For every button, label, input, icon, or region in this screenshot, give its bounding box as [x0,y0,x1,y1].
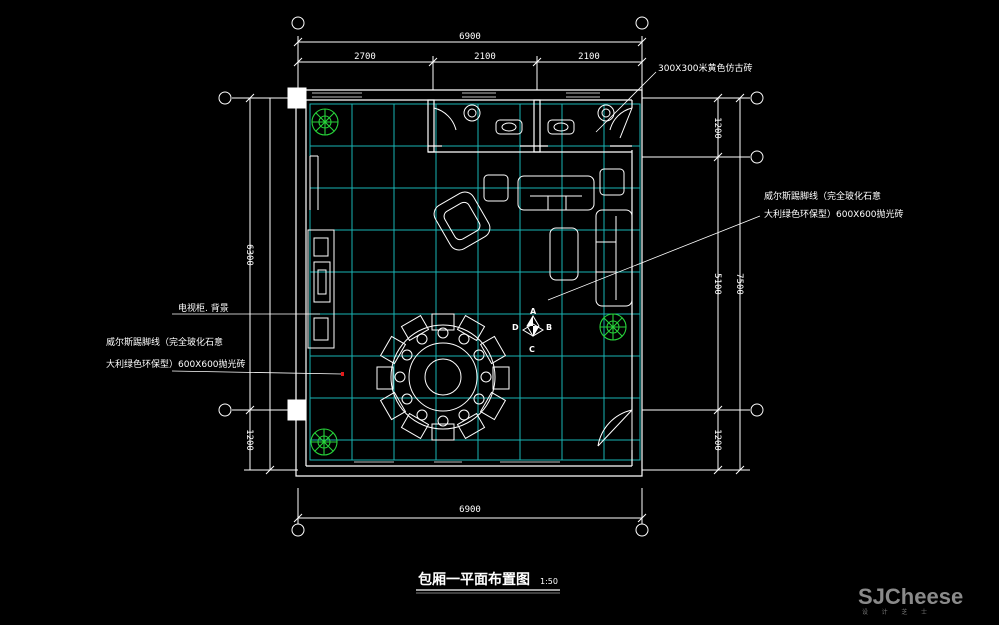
dim-top-seg-2: 2100 [474,52,496,62]
dim-right-seg-2: 5100 [712,273,722,295]
dim-left-seg-2: 1200 [244,429,254,451]
note-floor-tile: 300X300米黄色仿古砖 [658,62,753,74]
compass-label-b: B [546,323,552,332]
compass-label-c: C [529,345,535,354]
drawing-title: 包厢一平面布置图 [418,571,530,588]
compass-label-a: A [530,307,537,316]
dim-left-seg-1: 6300 [244,244,254,266]
note-skirting-left-2: 大利绿色环保型）600X600抛光砖 [106,358,246,370]
sofa-set [433,168,633,307]
note-skirting-right-2: 大利绿色环保型）600X600抛光砖 [764,208,904,220]
dim-top-overall: 6900 [459,32,481,42]
watermark-logo: SJCheese [858,584,963,609]
floor-tile-grid [309,103,641,461]
plant-icon [599,313,627,341]
dim-right-seg-1: 1200 [712,117,722,139]
plant-icons [310,108,627,456]
watermark-sub: 设 计 芝 士 [862,608,933,616]
tv-cabinet [307,155,335,349]
columns [287,87,307,421]
note-skirting-right-1: 威尔斯踢脚线（完全玻化石意 [764,190,881,202]
plant-icon [310,428,338,456]
entry-door [597,409,633,450]
drawing-scale: 1:50 [540,577,558,586]
compass-label-d: D [512,323,519,332]
compass-icon: A B C D [512,307,552,354]
dim-bottom-overall: 6900 [459,505,481,515]
dining-set [376,313,510,441]
dim-top-seg-1: 2700 [354,52,376,62]
note-tv-cabinet: 电视柜. 背景 [178,302,229,314]
leader-lines [171,71,761,375]
note-skirting-left-1: 威尔斯踢脚线（完全玻化石意 [106,336,223,348]
dimension-lines [232,36,750,524]
dim-top-seg-3: 2100 [578,52,600,62]
dim-right-seg-3: 1200 [712,429,722,451]
plant-icon [311,108,339,136]
windows [312,92,600,463]
axis-bubbles [218,16,764,537]
marker [341,372,344,376]
dim-right-overall: 7500 [734,273,744,295]
bathroom-fixtures [433,104,633,139]
